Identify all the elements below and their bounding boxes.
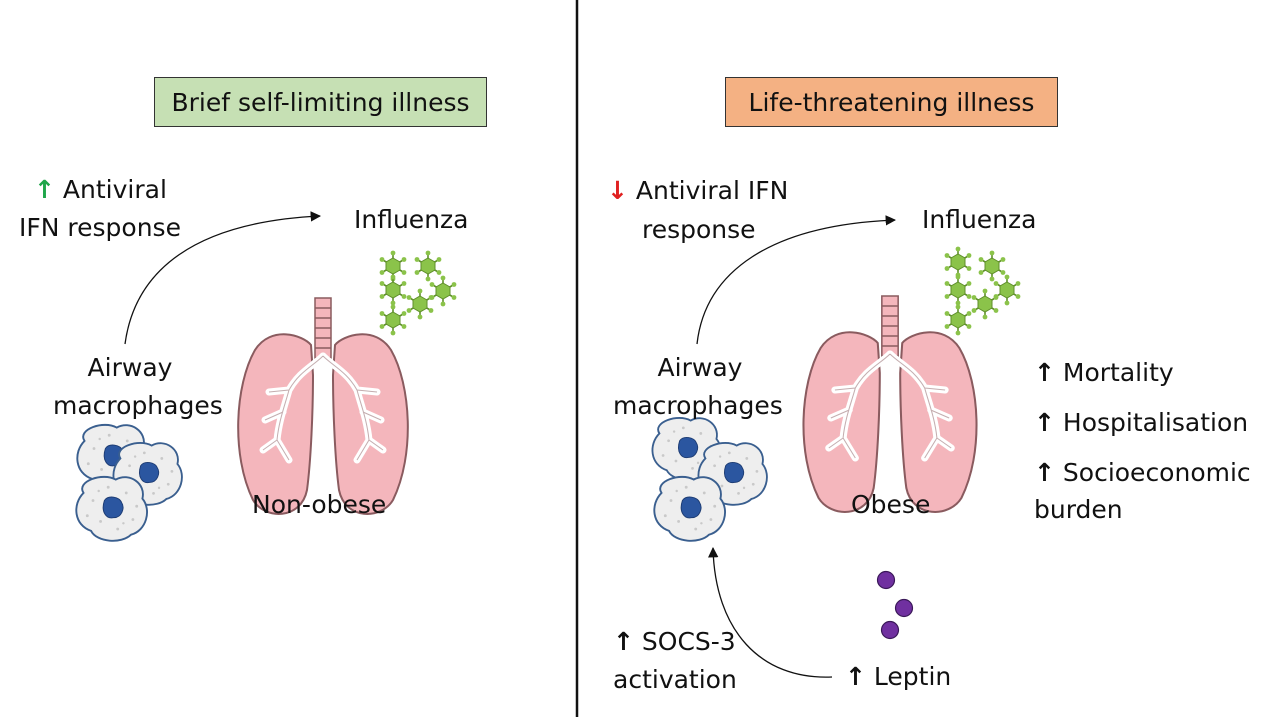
up-arrow-icon: ↑ [34, 175, 55, 204]
right-virus-cluster [943, 245, 1022, 337]
left-heading-box: Brief self-limiting illness [154, 77, 487, 127]
left-macrophage-icons [75, 423, 183, 542]
left-ifn-label: ↑ Antiviral [34, 175, 167, 204]
outcome-hospitalisation: ↑ Hospitalisation [1034, 408, 1249, 437]
leptin-label: ↑ Leptin [845, 662, 952, 691]
right-lung-icon [803, 296, 976, 512]
left-lung-label: Non-obese [252, 490, 387, 519]
left-heading: Brief self-limiting illness [171, 88, 470, 117]
up-arrow-icon: ↑ [613, 627, 634, 656]
right-ifn-label-line2: response [642, 215, 756, 244]
right-macrophage-label: Airway [657, 353, 743, 382]
up-arrow-icon: ↑ [1034, 408, 1055, 437]
right-heading: Life-threatening illness [748, 88, 1035, 117]
outcome-mortality: ↑ Mortality [1034, 358, 1174, 387]
left-influenza-label: Influenza [354, 205, 469, 234]
left-virus-cluster [378, 249, 458, 337]
right-lung-label: Obese [851, 490, 931, 519]
right-macrophage-icons [651, 416, 768, 542]
up-arrow-icon: ↑ [1034, 458, 1055, 487]
right-ifn-label: ↓ Antiviral IFN [607, 176, 789, 205]
left-curved-arrow [124, 211, 322, 345]
left-lung-icon [238, 298, 408, 514]
outcome-socioeconomic: ↑ Socioeconomic [1034, 458, 1251, 487]
up-arrow-icon: ↑ [845, 662, 866, 691]
left-ifn-label-line2: IFN response [19, 213, 181, 242]
outcome-socioeconomic-line2: burden [1034, 495, 1123, 524]
right-influenza-label: Influenza [922, 205, 1037, 234]
right-heading-box: Life-threatening illness [725, 77, 1058, 127]
down-arrow-icon: ↓ [607, 176, 628, 205]
up-arrow-icon: ↑ [1034, 358, 1055, 387]
left-macrophage-label: Airway [87, 353, 173, 382]
leptin-to-macrophage-arrow [708, 546, 833, 678]
right-macrophage-label-line2: macrophages [613, 391, 783, 420]
left-macrophage-label-line2: macrophages [53, 391, 223, 420]
leptin-molecule-icons [876, 570, 914, 640]
socs-label: ↑ SOCS-3 [613, 627, 736, 656]
right-curved-arrow [696, 215, 897, 345]
socs-label-line2: activation [613, 665, 737, 694]
